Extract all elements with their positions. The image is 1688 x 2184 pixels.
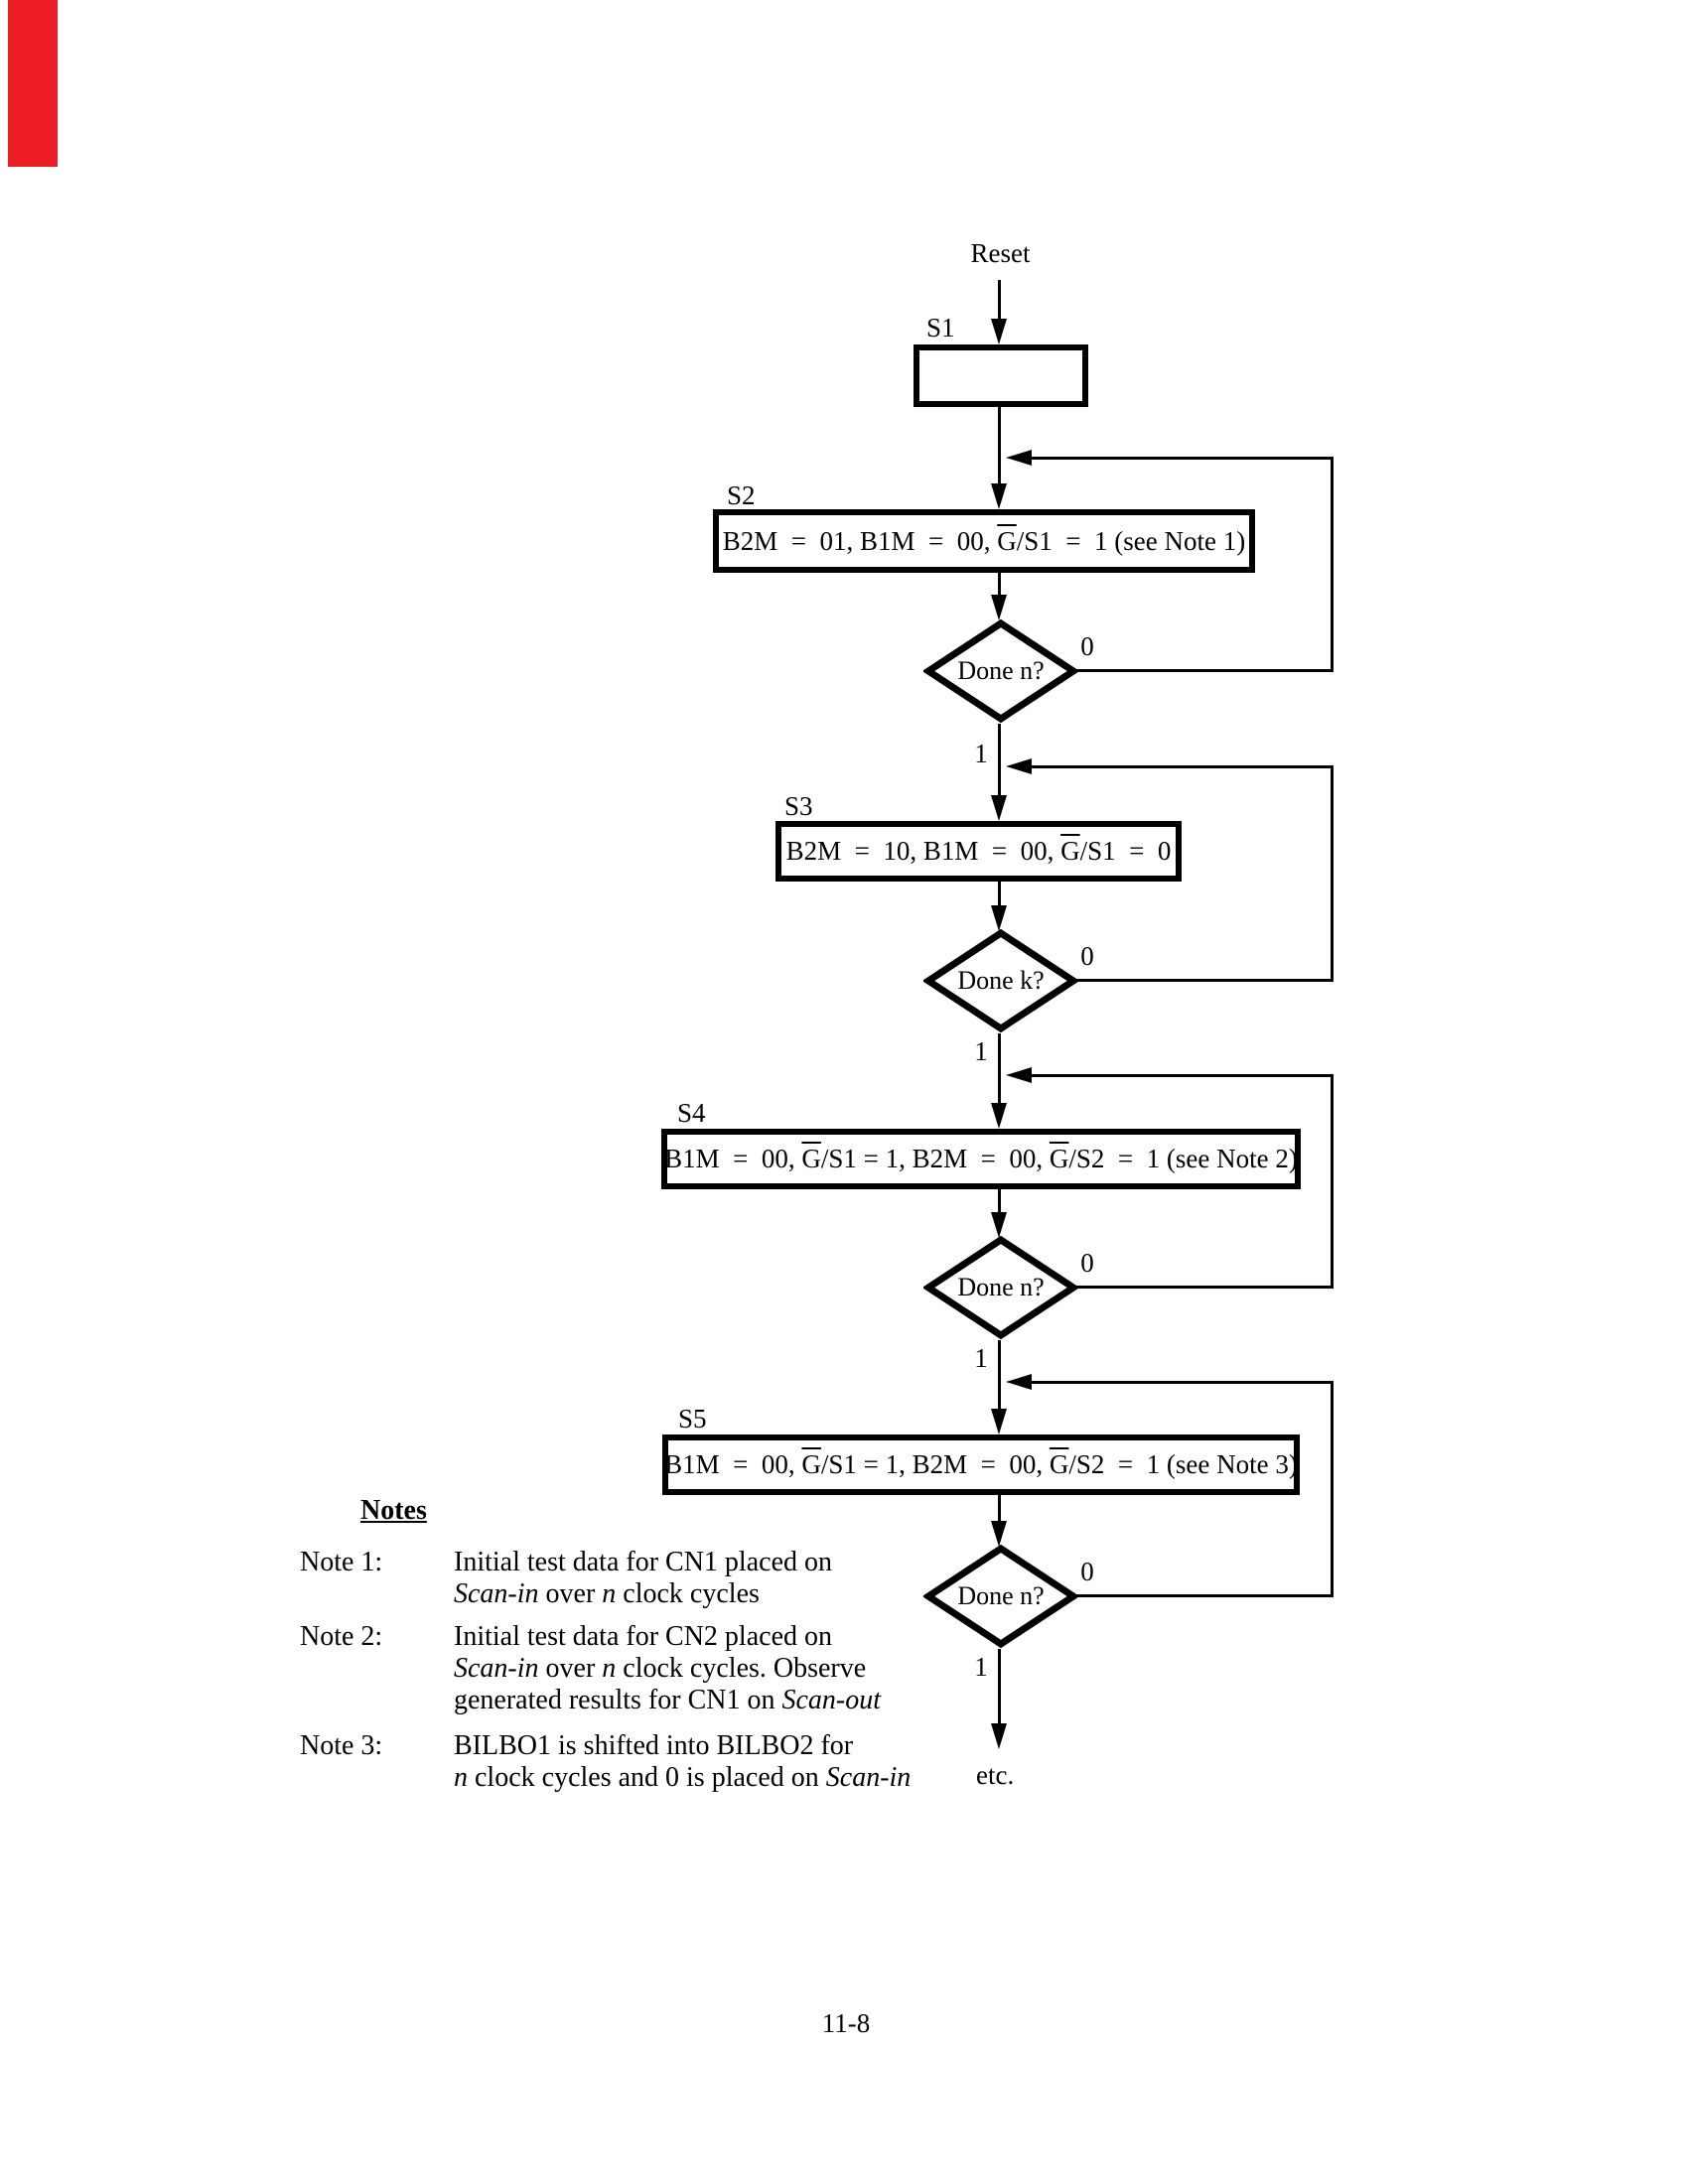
decision-diamond-4 [923,1544,1078,1649]
state-label-s4: S4 [677,1098,706,1128]
arrow-left-icon [1006,450,1032,466]
note-line: Initial test data for CN2 placed on [454,1621,832,1652]
state-box-s5-text: B1M = 00, G/S1 = 1, B2M = 00, G/S2 = 1 (… [664,1449,1298,1479]
decision-diamond-3 [923,1235,1078,1340]
note-body-3: BILBO1 is shifted into BILBO2 for n cloc… [454,1730,911,1794]
state-label-s2: S2 [727,480,756,510]
state-label-s3: S3 [784,791,813,821]
red-scan-artifact [8,0,58,167]
note-label-1: Note 1: [300,1547,383,1577]
page-number: 11-8 [821,2008,871,2038]
branch-label-no-2: 0 [1080,941,1094,971]
arrow-left-icon [1006,1067,1032,1083]
arrow-down-icon [991,905,1007,931]
branch-label-yes-2: 1 [974,1036,988,1066]
branch-label-yes-1: 1 [974,739,988,768]
state-box-s3: B2M = 10, B1M = 00, G/S1 = 0 [775,821,1182,882]
no-branch-line-3 [1073,1286,1334,1289]
arrow-down-icon [991,1409,1007,1434]
note-item-3: Note 3: BILBO1 is shifted into BILBO2 fo… [300,1730,911,1794]
note-label-2: Note 2: [300,1621,383,1652]
note-line: Scan-in over n clock cycles [454,1578,760,1609]
flow-line-reset [998,280,1001,319]
feedback-line-2-top [1032,765,1334,768]
decision-diamond-1 [923,618,1078,724]
flow-line-s3-d2 [998,881,1001,907]
decision-label-1: Done n? [957,656,1045,685]
no-branch-line-2 [1073,979,1334,982]
arrow-left-icon [1006,1374,1032,1390]
note-body-2: Initial test data for CN2 placed on Scan… [454,1621,881,1716]
state-label-s1: S1 [926,313,955,342]
feedback-line-3-right [1331,1074,1334,1289]
flow-line-d4-etc [998,1649,1001,1725]
note-line: generated results for CN1 on Scan-out [454,1685,881,1715]
no-branch-line-4 [1073,1594,1334,1597]
feedback-line-4-top [1032,1381,1334,1384]
arrow-down-icon [991,1103,1007,1129]
note-body-1: Initial test data for CN1 placed on Scan… [454,1547,832,1610]
state-box-s2-text: B2M = 01, B1M = 00, G/S1 = 1 (see Note 1… [722,525,1246,556]
flow-line-d3-s5 [998,1340,1001,1411]
note-item-1: Note 1: Initial test data for CN1 placed… [300,1547,832,1610]
arrow-left-icon [1006,758,1032,774]
flow-line-s2-d1 [998,572,1001,597]
branch-label-no-4: 0 [1080,1557,1094,1586]
branch-label-no-3: 0 [1080,1248,1094,1278]
state-box-s3-text: B2M = 10, B1M = 00, G/S1 = 0 [785,836,1172,866]
feedback-line-1-top [1032,457,1334,460]
arrow-down-icon [991,483,1007,509]
arrow-down-icon [991,595,1007,620]
note-item-2: Note 2: Initial test data for CN2 placed… [300,1621,881,1716]
arrow-down-icon [991,1212,1007,1238]
state-box-s1 [914,344,1088,407]
flow-line-s1-s2 [998,406,1001,485]
flow-line-s4-d3 [998,1188,1001,1214]
arrow-down-icon [991,795,1007,821]
decision-label-4: Done n? [957,1581,1045,1610]
branch-label-no-1: 0 [1080,631,1094,661]
feedback-line-4-right [1331,1381,1334,1597]
reset-entry-label: Reset [970,238,1031,268]
note-line: Scan-in over n clock cycles. Observe [454,1653,867,1684]
decision-diamond-2 [923,928,1078,1033]
state-box-s4-text: B1M = 00, G/S1 = 1, B2M = 00, G/S2 = 1 (… [664,1144,1298,1173]
arrow-down-icon [991,1521,1007,1547]
state-label-s5: S5 [678,1404,707,1433]
notes-title: Notes [360,1495,427,1526]
note-line: Initial test data for CN1 placed on [454,1547,832,1577]
note-line: BILBO1 is shifted into BILBO2 for [454,1730,854,1761]
no-branch-line-1 [1073,669,1334,672]
decision-label-2: Done k? [957,966,1045,995]
state-box-s2: B2M = 01, B1M = 00, G/S1 = 1 (see Note 1… [713,509,1255,573]
note-label-3: Note 3: [300,1730,383,1761]
branch-label-yes-3: 1 [974,1343,988,1373]
branch-label-yes-4: 1 [974,1652,988,1682]
flow-line-d1-s3 [998,724,1001,797]
state-box-s5: B1M = 00, G/S1 = 1, B2M = 00, G/S2 = 1 (… [662,1434,1300,1495]
feedback-line-2-right [1331,765,1334,982]
arrow-down-icon [991,1723,1007,1749]
note-line: n clock cycles and 0 is placed on Scan-i… [454,1762,912,1793]
decision-label-3: Done n? [957,1273,1045,1301]
feedback-line-1-right [1331,457,1334,672]
feedback-line-3-top [1032,1074,1334,1077]
state-box-s4: B1M = 00, G/S1 = 1, B2M = 00, G/S2 = 1 (… [661,1129,1301,1189]
arrow-down-icon [991,319,1007,344]
flow-line-d2-s4 [998,1033,1001,1105]
flow-line-s5-d4 [998,1494,1001,1523]
etc-label: etc. [976,1760,1015,1790]
